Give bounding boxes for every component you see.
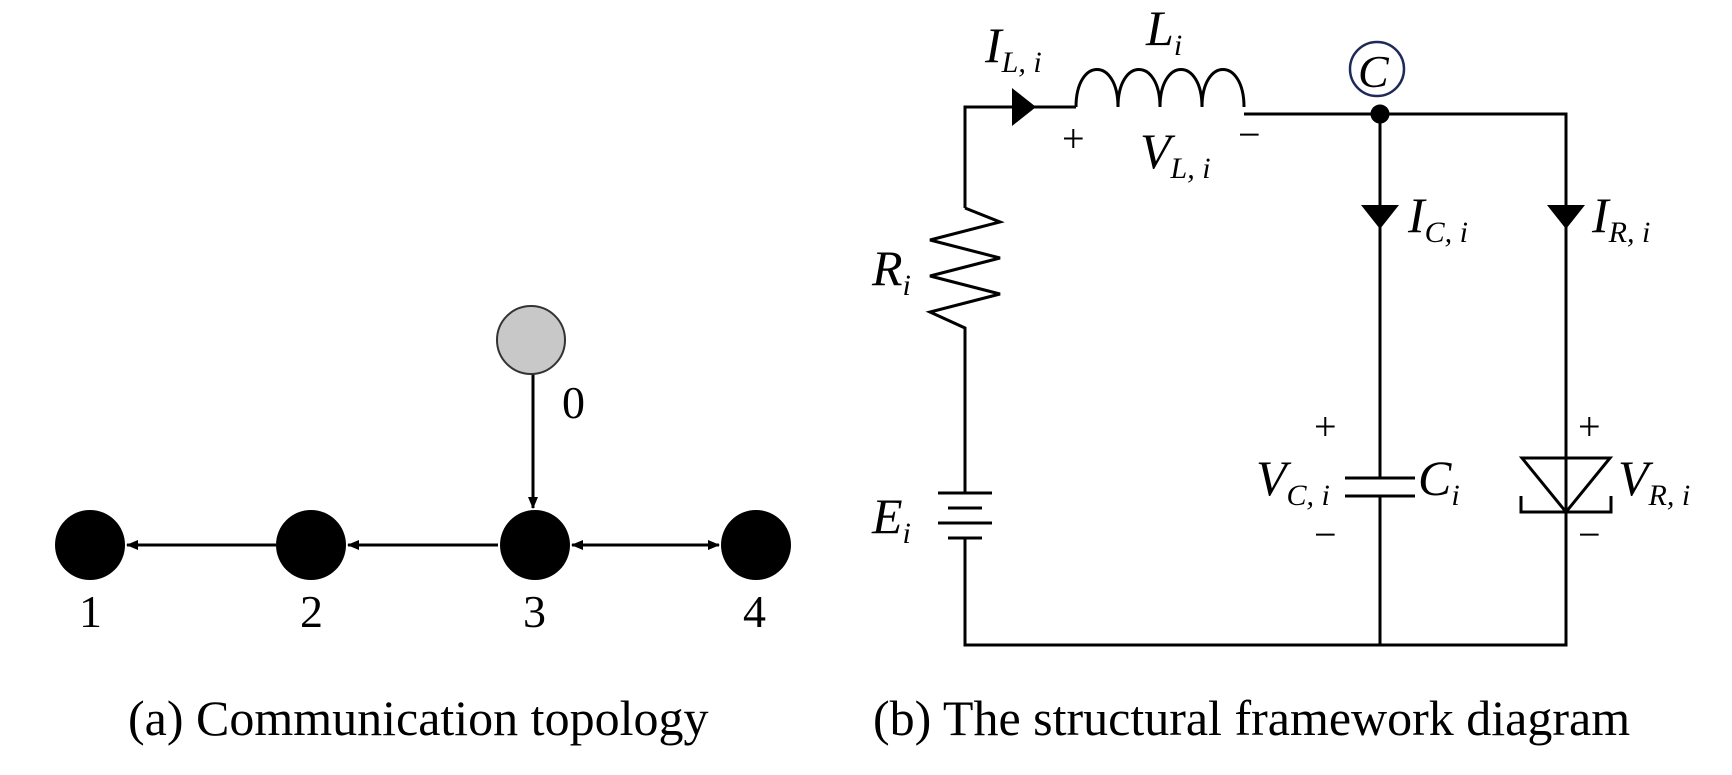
node-c-label: C xyxy=(1358,46,1390,97)
sign-vc-plus: + xyxy=(1314,404,1337,449)
current-arrow-ir xyxy=(1547,205,1585,229)
label-c: Ci xyxy=(1418,450,1460,512)
resistor-zigzag xyxy=(925,206,1005,493)
current-arrow-ic xyxy=(1361,205,1399,229)
panel-b-circuit xyxy=(925,40,1614,647)
sign-vr-minus: − xyxy=(1578,512,1601,557)
label-r: Ri xyxy=(871,240,911,302)
panel-a-topology: 0 1 2 3 4 (a) Communication topology xyxy=(55,305,791,746)
node-3-label: 3 xyxy=(523,586,546,637)
follower-node-3 xyxy=(500,510,570,580)
follower-node-4 xyxy=(721,510,791,580)
sign-vc-minus: − xyxy=(1314,512,1337,557)
node-c-dot xyxy=(1370,104,1390,124)
label-il: IL, i xyxy=(984,17,1042,79)
load-bracket xyxy=(1519,496,1613,514)
label-ir: IR, i xyxy=(1591,187,1650,249)
sign-vl-plus: + xyxy=(1062,116,1085,161)
node-2-label: 2 xyxy=(300,586,323,637)
panel-b-labels: C IL, i Li VL, i + − IC, i IR, i Ri Ei +… xyxy=(871,0,1690,746)
load-triangle xyxy=(1518,456,1614,515)
node-c-ring xyxy=(1348,40,1406,98)
current-arrow-il xyxy=(1012,88,1036,126)
label-l: Li xyxy=(1145,0,1182,62)
follower-node-1 xyxy=(55,510,125,580)
inductor-coil xyxy=(1074,68,1246,108)
leader-node-label: 0 xyxy=(562,377,585,428)
node-4-label: 4 xyxy=(743,586,766,637)
label-ic: IC, i xyxy=(1407,187,1468,249)
label-vr: VR, i xyxy=(1618,450,1690,512)
node-1-label: 1 xyxy=(79,586,102,637)
label-e: Ei xyxy=(871,488,911,550)
panel-a-caption: (a) Communication topology xyxy=(128,690,708,746)
wire-top-right xyxy=(963,112,1568,647)
leader-node-0 xyxy=(496,305,566,375)
label-vl: VL, i xyxy=(1140,123,1211,185)
sign-vl-minus: − xyxy=(1238,112,1261,157)
follower-node-2 xyxy=(276,510,346,580)
wire-left-top xyxy=(963,105,1076,208)
label-vc: VC, i xyxy=(1256,450,1330,512)
panel-b-caption: (b) The structural framework diagram xyxy=(873,690,1630,746)
sign-vr-plus: + xyxy=(1578,404,1601,449)
